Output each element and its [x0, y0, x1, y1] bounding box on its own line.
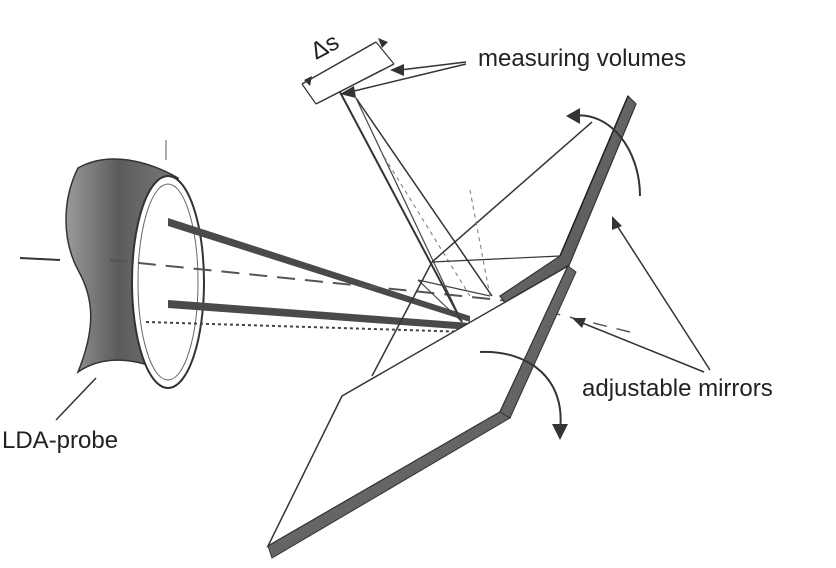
pointer-lines	[55, 61, 711, 421]
lda-probe-label: LDA-probe	[2, 427, 118, 454]
laser-beams	[19, 218, 631, 333]
delta-s-label: Δs	[306, 28, 343, 65]
lower-mirror	[266, 264, 577, 559]
lda-probe	[65, 140, 205, 389]
delta-s-marker	[301, 38, 395, 105]
rotation-arrows	[479, 108, 641, 440]
measuring-volumes-label: measuring volumes	[478, 45, 686, 72]
adjustable-mirrors-label: adjustable mirrors	[582, 375, 773, 402]
upper-mirror	[431, 94, 637, 305]
reflected-beams	[339, 91, 593, 377]
